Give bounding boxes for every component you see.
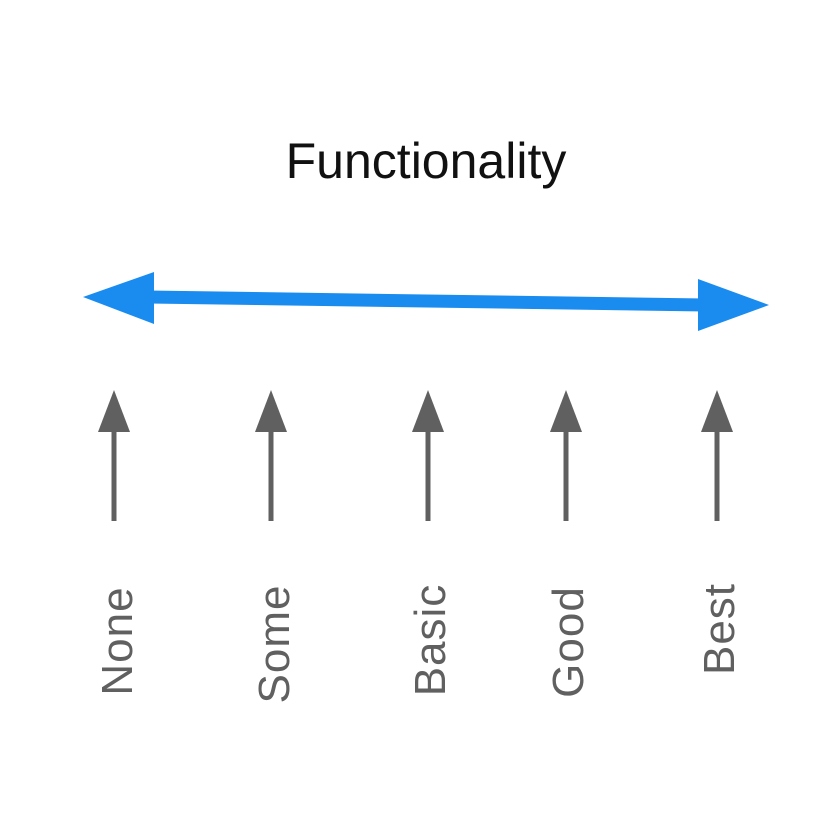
level-label-best: Best (695, 583, 744, 675)
level-marker-basic: Basic (406, 390, 455, 696)
level-label-good: Good (544, 586, 593, 698)
level-marker-some: Some (250, 390, 299, 703)
level-marker-none: None (93, 390, 142, 696)
scale-arrow-left-head-icon (83, 272, 154, 324)
diagram-title: Functionality (286, 133, 567, 189)
scale-arrow-right-head-icon (698, 279, 769, 331)
scale-arrow-shaft (147, 290, 706, 312)
level-label-basic: Basic (406, 584, 455, 697)
up-arrow-icon (701, 390, 733, 432)
up-arrow-icon (550, 390, 582, 432)
level-label-none: None (93, 586, 142, 695)
level-marker-good: Good (544, 390, 593, 698)
up-arrow-icon (412, 390, 444, 432)
level-marker-best: Best (695, 390, 744, 675)
level-label-some: Some (250, 585, 299, 704)
up-arrow-icon (98, 390, 130, 432)
up-arrow-icon (255, 390, 287, 432)
functionality-scale-arrow (83, 272, 769, 331)
